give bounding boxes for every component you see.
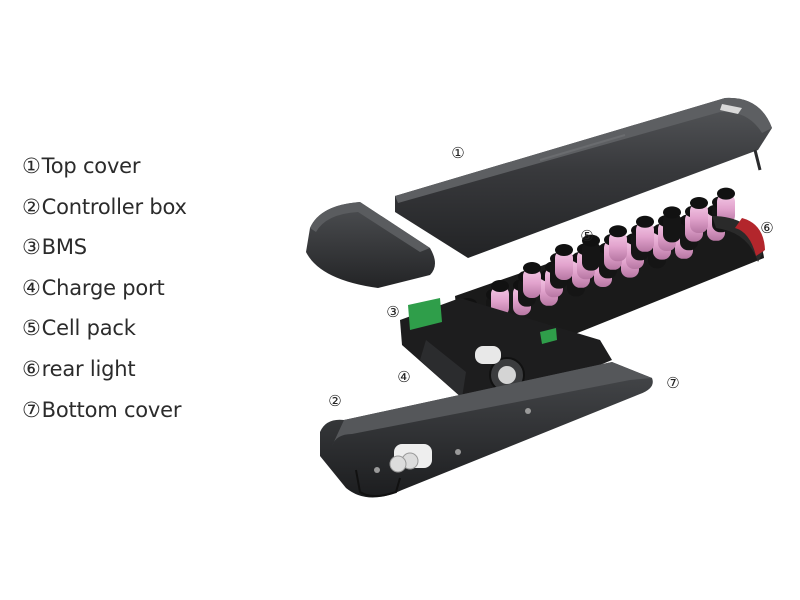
callout-controller-box: ② (328, 392, 341, 410)
battery-cell (555, 244, 573, 280)
bms-board (408, 298, 442, 330)
callout-top-cover: ① (451, 144, 464, 162)
legend-item-cell-pack: ⑤Cell pack (22, 310, 187, 351)
legend-label: Top cover (41, 154, 141, 178)
callout-rear-light: ⑥ (760, 219, 773, 237)
legend-item-bottom-cover: ⑦Bottom cover (22, 392, 187, 433)
legend-label: Bottom cover (41, 397, 182, 422)
rear-light (735, 218, 765, 256)
callout-bms: ③ (386, 303, 399, 321)
legend-number: ③ (22, 235, 41, 260)
legend-number: ② (22, 194, 41, 219)
front-cap (306, 202, 435, 288)
bms-small-board (540, 328, 557, 344)
legend-label: Cell pack (41, 316, 136, 341)
legend-list: ①Top cover ②Controller box ③BMS ④Charge … (22, 148, 187, 432)
legend-number: ⑥ (22, 356, 41, 381)
legend-number: ① (22, 154, 41, 178)
bottom-cover (320, 362, 653, 498)
legend-item-top-cover: ①Top cover (22, 148, 187, 189)
legend-number: ④ (22, 275, 41, 300)
battery-cell (491, 280, 509, 316)
legend-label: Controller box (41, 194, 187, 219)
legend-number: ⑤ (22, 316, 41, 341)
battery-cell (663, 206, 681, 243)
cell-pack (455, 187, 764, 345)
legend-number: ⑦ (22, 397, 41, 422)
callout-bottom-cover: ⑦ (666, 374, 679, 392)
legend-item-charge-port: ④Charge port (22, 270, 187, 311)
legend-item-controller-box: ②Controller box (22, 189, 187, 230)
battery-cell (690, 197, 708, 233)
legend-label: BMS (41, 235, 87, 260)
battery-cell (609, 225, 627, 262)
battery-cell (523, 262, 541, 298)
battery-cell (717, 187, 735, 224)
legend-item-rear-light: ⑥rear light (22, 351, 187, 392)
top-cover (395, 97, 772, 258)
legend-item-bms: ③BMS (22, 229, 187, 270)
legend-label: Charge port (41, 275, 165, 300)
callout-charge-port: ④ (397, 368, 410, 386)
callout-cell-pack: ⑤ (580, 227, 593, 245)
battery-cell (582, 234, 600, 271)
legend-label: rear light (41, 356, 136, 381)
battery-cell (636, 215, 654, 252)
controller-box (400, 298, 612, 398)
